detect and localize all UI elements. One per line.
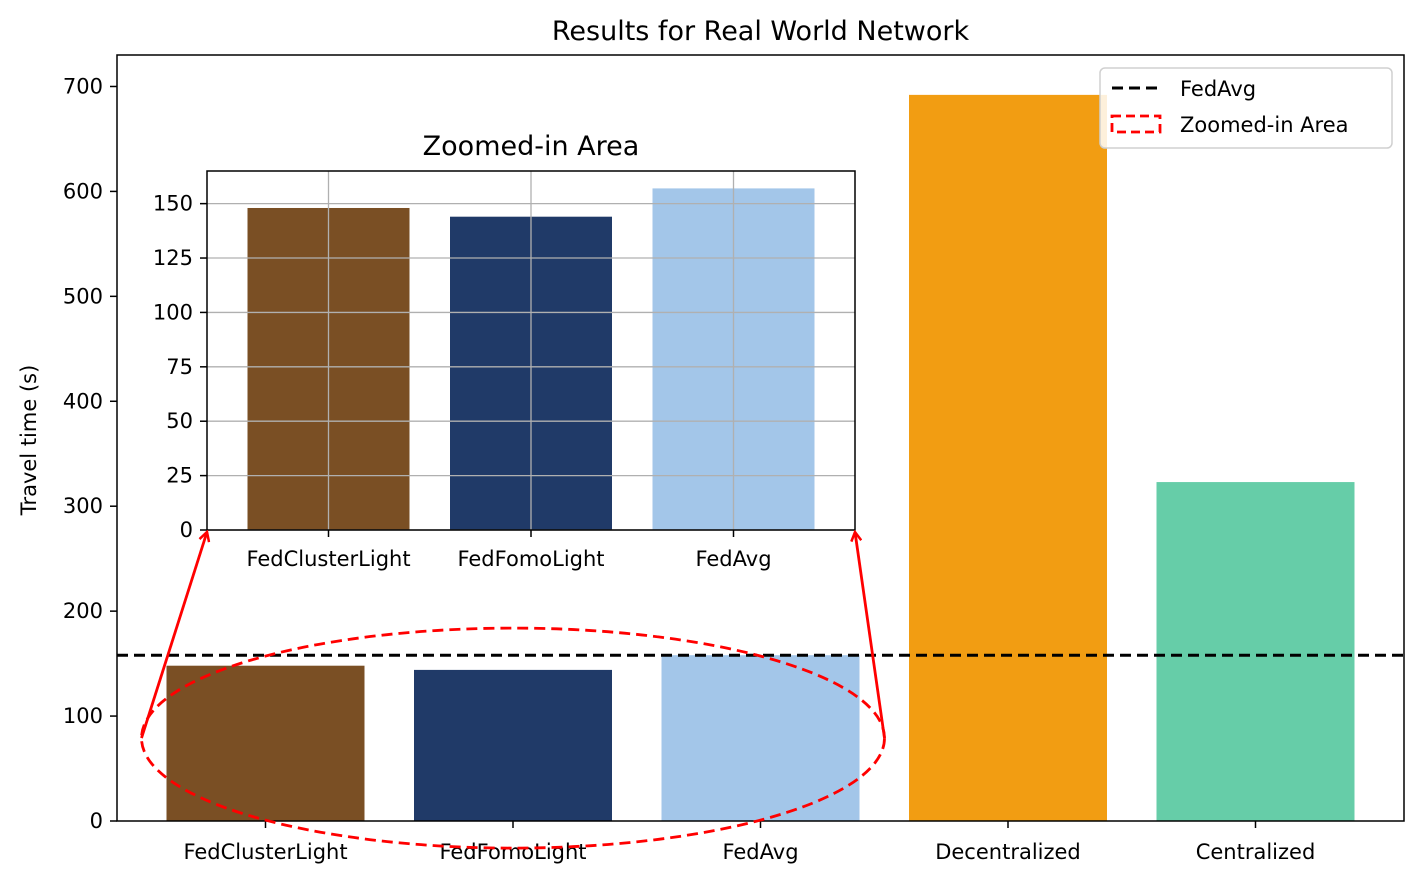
bar-centralized (1156, 482, 1355, 821)
inset-title: Zoomed-in Area (423, 131, 640, 162)
y-tick-label: 600 (63, 179, 103, 203)
inset-y-tick-label: 150 (153, 192, 193, 216)
inset-x-tick-label: FedAvg (695, 547, 771, 571)
zoom-arrow-left (140, 532, 208, 739)
inset-x-tick-label: FedFomoLight (457, 547, 604, 571)
x-tick-label: Centralized (1196, 840, 1316, 864)
y-tick-label: 500 (63, 284, 103, 308)
chart-title: Results for Real World Network (552, 16, 970, 47)
y-tick-label: 100 (63, 704, 103, 728)
legend-label-fedavg: FedAvg (1180, 77, 1256, 101)
legend-label-zoom: Zoomed-in Area (1180, 113, 1349, 137)
y-tick-label: 200 (63, 599, 103, 623)
bar-fedavg (661, 655, 860, 821)
y-tick-label: 400 (63, 389, 103, 413)
inset-y-tick-label: 75 (166, 355, 193, 379)
x-tick-label: FedFomoLight (439, 840, 586, 864)
y-axis-label: Travel time (s) (17, 365, 41, 517)
bar-fedclusterlight (166, 665, 365, 821)
zoom-arrow-right (855, 532, 886, 739)
x-tick-label: Decentralized (935, 840, 1081, 864)
bar-decentralized (909, 94, 1107, 822)
inset-y-tick-label: 50 (166, 409, 193, 433)
inset-y-tick-label: 100 (153, 300, 193, 324)
y-tick-label: 0 (90, 809, 103, 833)
x-tick-label: FedAvg (722, 840, 798, 864)
inset-y-tick-label: 25 (166, 464, 193, 488)
inset-x-tick-label: FedClusterLight (246, 547, 410, 571)
y-tick-label: 700 (63, 74, 103, 98)
x-tick-label: FedClusterLight (183, 840, 347, 864)
legend-swatch-zoom (1110, 114, 1162, 134)
bar-fedfomolight (414, 669, 612, 821)
inset-y-tick-label: 0 (180, 518, 193, 542)
y-tick-label: 300 (63, 494, 103, 518)
legend-box (1099, 67, 1393, 149)
inset-y-tick-label: 125 (153, 246, 193, 270)
